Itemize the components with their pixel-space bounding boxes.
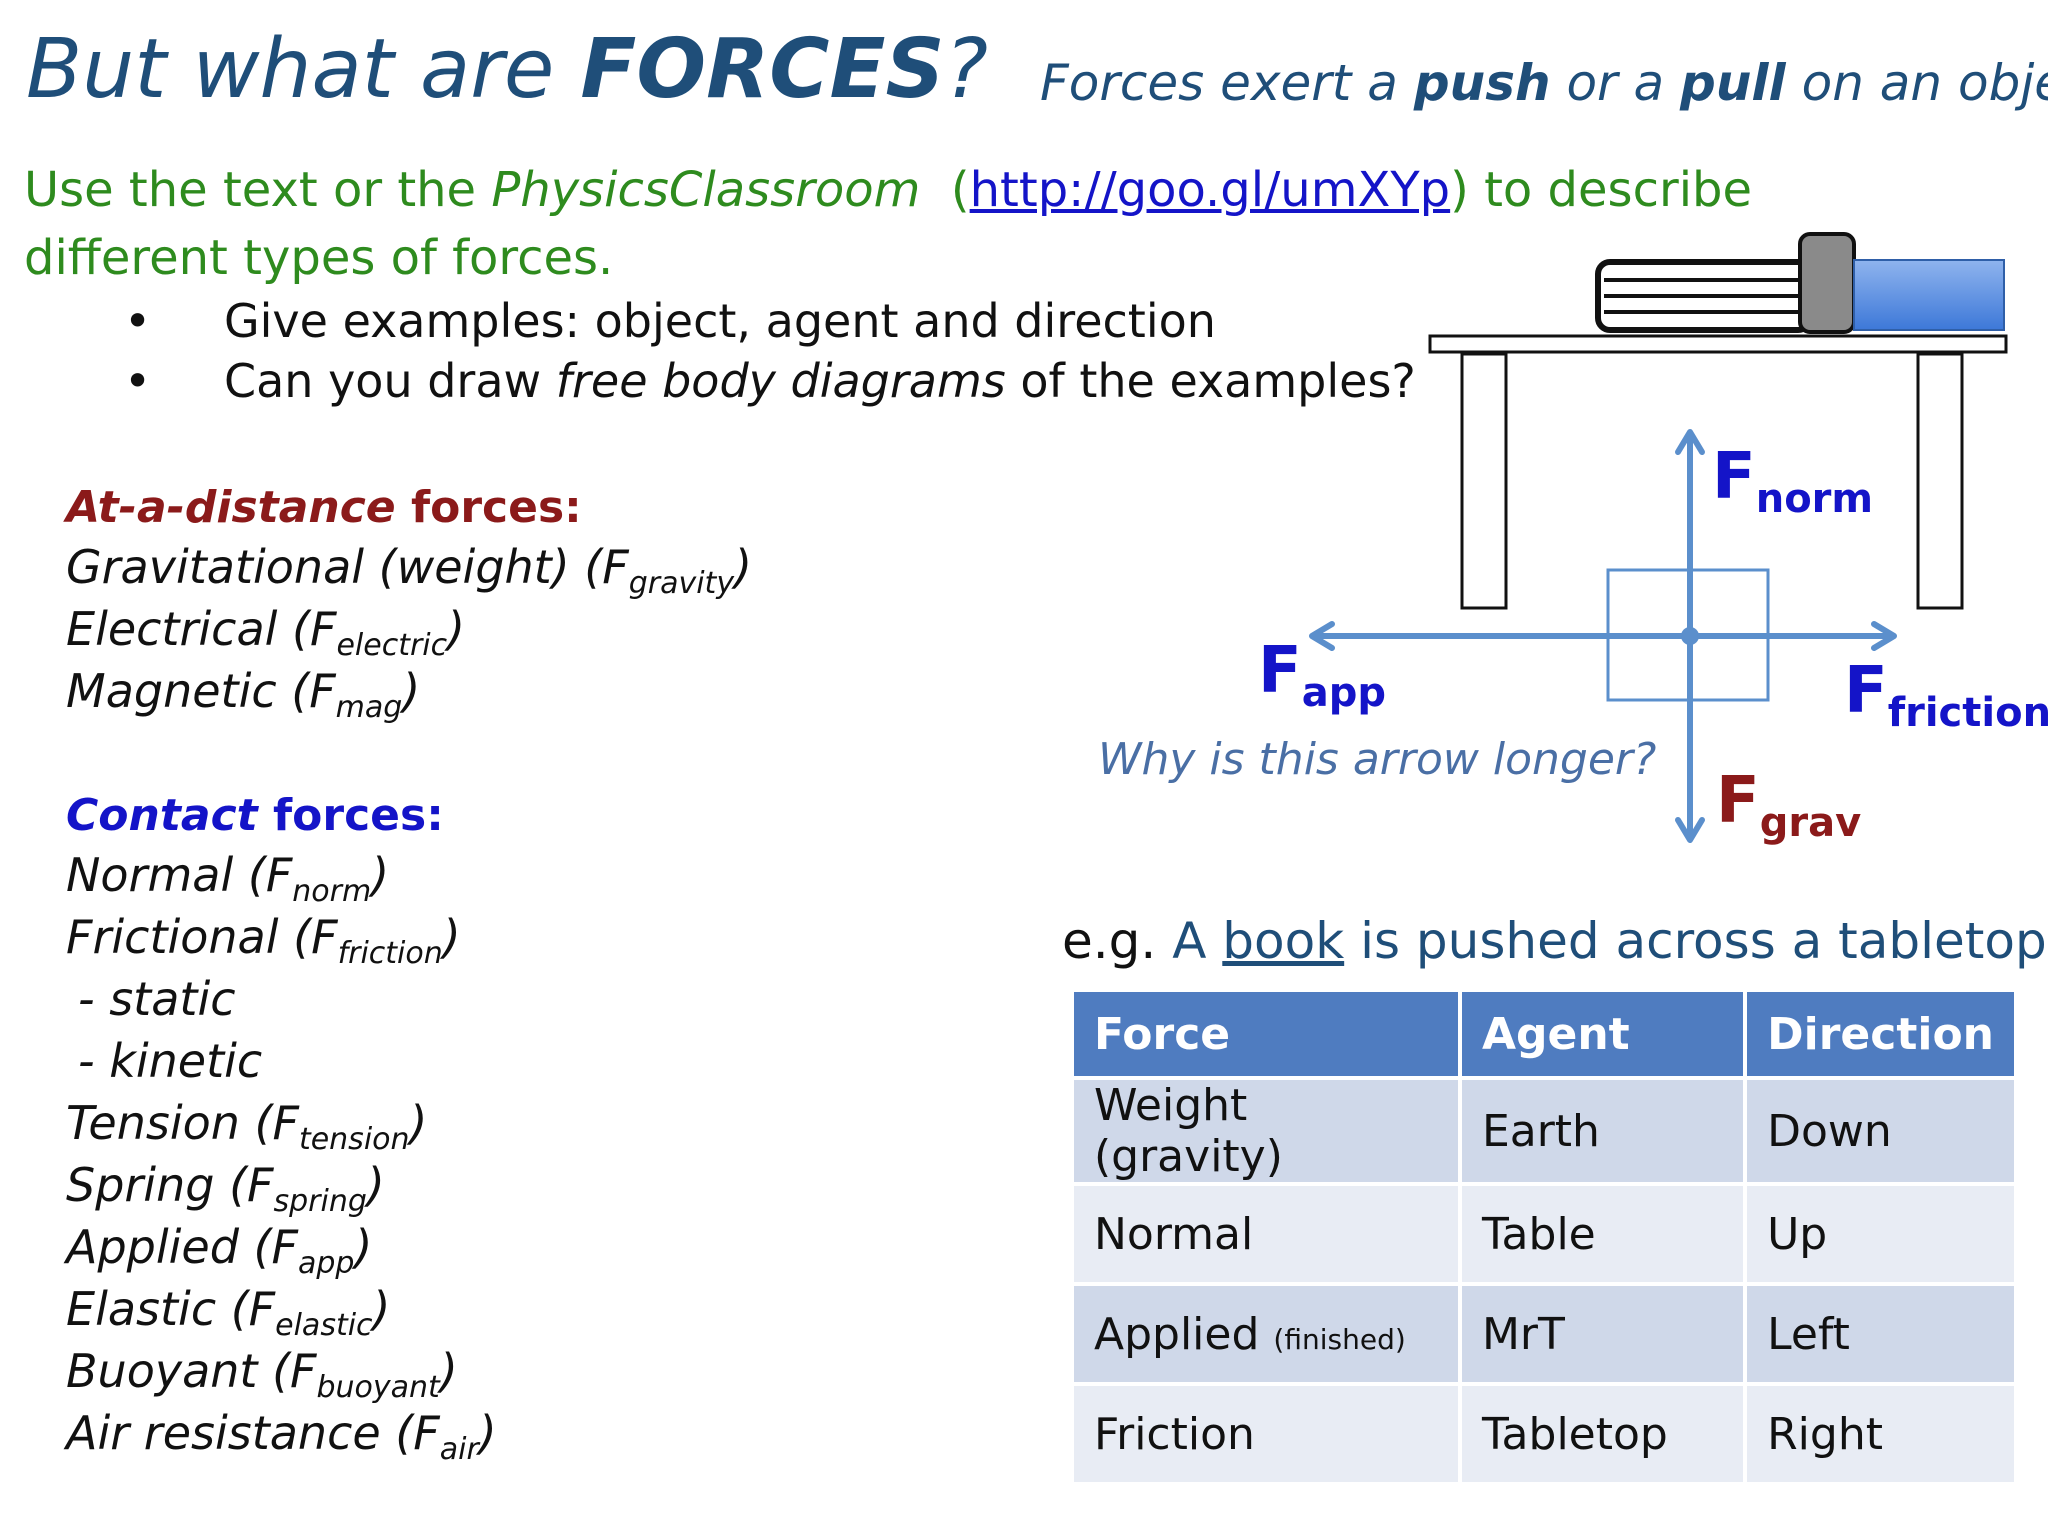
force-item-elastic: Elastic (Felastic) — [66, 1282, 391, 1343]
cell-force: Weight (gravity) — [1074, 1076, 1462, 1184]
page-title: But what are FORCES? — [26, 22, 989, 117]
table-illustration — [1428, 334, 2008, 610]
cell-agent: Earth — [1459, 1076, 1748, 1184]
column-header-agent: Agent — [1459, 992, 1748, 1078]
force-item-magnetic: Magnetic (Fmag) — [66, 664, 421, 725]
label-f-grav: Fgrav — [1716, 764, 1862, 846]
table-header-row: Force Agent Direction — [1074, 992, 2014, 1078]
column-header-force: Force — [1074, 992, 1462, 1078]
label-f-friction: Ffriction — [1844, 654, 2048, 736]
column-header-direction: Direction — [1745, 992, 2014, 1078]
force-item-gravity: Gravitational (weight) (Fgravity) — [66, 540, 753, 601]
force-item-buoyant: Buoyant (Fbuoyant) — [66, 1344, 458, 1405]
force-item-air: Air resistance (Fair) — [66, 1406, 497, 1467]
cell-force: Friction — [1074, 1382, 1462, 1482]
book-illustration — [1595, 232, 2005, 334]
instructions: Use the text or the PhysicsClassroom (ht… — [24, 162, 1753, 286]
example-sentence: e.g. A book is pushed across a tabletop. — [1062, 912, 2048, 970]
force-table: Force Agent Direction Weight (gravity) E… — [1074, 992, 2014, 1482]
label-f-app: Fapp — [1258, 634, 1386, 716]
force-item-electric: Electrical (Felectric) — [66, 602, 466, 663]
subtitle: Forces exert a push or a pull on an obje… — [1040, 54, 2048, 112]
force-item-spring: Spring (Fspring) — [66, 1158, 385, 1219]
book-link[interactable]: book — [1222, 912, 1345, 970]
cell-force: Normal — [1074, 1182, 1462, 1284]
bullet-item-fbd: •Can you draw free body diagrams of the … — [124, 354, 1416, 408]
cell-direction: Up — [1745, 1182, 2014, 1284]
cell-direction: Right — [1745, 1382, 2014, 1482]
object-center-point — [1681, 627, 1699, 645]
section-heading-contact: Contact forces: — [66, 790, 444, 841]
cell-direction: Down — [1745, 1076, 2014, 1184]
cell-agent: MrT — [1459, 1282, 1748, 1384]
source-name: PhysicsClassroom — [491, 162, 921, 218]
bullet-item-examples: •Give examples: object, agent and direct… — [124, 294, 1216, 348]
table-row: Normal Table Up — [1074, 1182, 2014, 1284]
force-item-tension: Tension (Ftension) — [66, 1096, 428, 1157]
force-item-static: - static — [78, 972, 236, 1026]
table-row: Weight (gravity) Earth Down — [1074, 1076, 2014, 1184]
arrow-question: Why is this arrow longer? — [1098, 734, 1657, 785]
cell-direction: Left — [1745, 1282, 2014, 1384]
force-item-normal: Normal (Fnorm) — [66, 848, 390, 909]
force-item-kinetic: - kinetic — [78, 1034, 263, 1088]
table-row: Friction Tabletop Right — [1074, 1382, 2014, 1482]
force-item-friction: Frictional (Ffriction) — [66, 910, 461, 971]
physics-classroom-link[interactable]: http://goo.gl/umXYp — [969, 162, 1451, 218]
cell-force: Applied (finished) — [1074, 1282, 1462, 1384]
force-item-applied: Applied (Fapp) — [66, 1220, 373, 1281]
section-heading-distance: At-a-distance forces: — [66, 482, 582, 533]
cell-agent: Tabletop — [1459, 1382, 1748, 1482]
cell-agent: Table — [1459, 1182, 1748, 1284]
label-f-norm: Fnorm — [1712, 440, 1874, 522]
table-row: Applied (finished) MrT Left — [1074, 1282, 2014, 1384]
